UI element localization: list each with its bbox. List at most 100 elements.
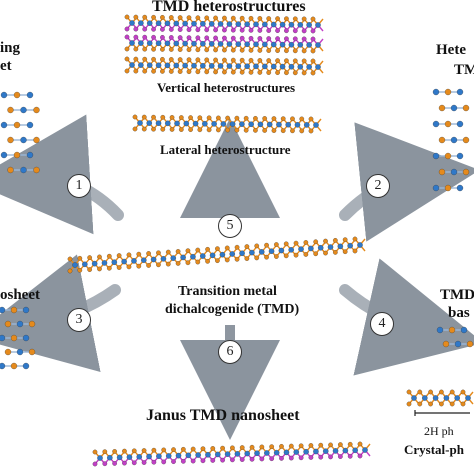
- janus-chalcogen-top: [357, 441, 363, 447]
- central-tmd-metal: [170, 255, 177, 261]
- janus-chalcogen-top: [151, 447, 157, 453]
- vertical-layer-3-chalcogen-bottom: [301, 70, 307, 76]
- vertical-layer-2-metal: [129, 40, 135, 46]
- vertical-layer-3-chalcogen-bottom: [239, 69, 245, 75]
- vertical-layer-3-chalcogen-bottom: [222, 69, 227, 75]
- janus-chalcogen-bottom: [151, 459, 157, 465]
- lateral-layer-chalcogen-bottom: [262, 128, 268, 133]
- vertical-layer-2-chalcogen-top: [248, 35, 254, 41]
- vertical-layer-3-metal: [200, 63, 206, 69]
- vertical-layer-1-chalcogen-bottom: [257, 28, 263, 33]
- vertical-layer-3-metal: [306, 64, 312, 70]
- lattice-left-bottom-atom: [4, 320, 12, 328]
- lattice-left-bottom-atom: [0, 306, 6, 314]
- vertical-layer-2-chalcogen-bottom: [186, 47, 192, 53]
- vertical-layer-1-metal: [129, 20, 135, 26]
- central-tmd-metal: [347, 242, 353, 249]
- lattice-left-bottom-atom: [10, 334, 18, 342]
- vertical-layer-2-chalcogen-bottom: [151, 46, 156, 52]
- lattice-right-top-atom: [444, 120, 452, 128]
- vertical-layer-2-chalcogen-bottom: [168, 47, 174, 52]
- janus-metal: [303, 449, 309, 455]
- lateral-layer-chalcogen-bottom: [132, 126, 138, 132]
- label-right-mid-frag1: TMD: [440, 287, 474, 303]
- lateral-layer-metal: [303, 122, 310, 128]
- lattice-left-bottom-atom: [10, 306, 18, 314]
- lateral-layer-chalcogen-top: [169, 115, 175, 120]
- lateral-layer-chalcogen-bottom: [206, 127, 212, 133]
- vertical-layer-2-chalcogen-top: [230, 35, 236, 41]
- central-tmd-metal: [82, 261, 88, 268]
- lateral-layer-metal: [229, 121, 236, 127]
- central-tmd-chalcogen-top: [254, 243, 260, 249]
- central-tmd-metal: [180, 254, 186, 261]
- vertical-layer-1-metal: [262, 21, 268, 28]
- vertical-layer-2-chalcogen-top: [142, 34, 148, 40]
- lattice-right-top-atom: [462, 168, 470, 176]
- vertical-layer-1-metal: [208, 21, 215, 27]
- janus-metal: [116, 454, 123, 461]
- vertical-layer-2-metal: [155, 40, 162, 47]
- central-tmd-chalcogen-top: [264, 242, 269, 248]
- vertical-layer-1-chalcogen-top: [266, 16, 272, 21]
- janus-metal: [175, 452, 182, 459]
- vertical-layer-1-chalcogen-bottom: [204, 27, 210, 33]
- vertical-layer-3-metal: [182, 62, 188, 69]
- vertical-layer-1-chalcogen-top: [310, 16, 316, 22]
- lattice-left-top-atom: [33, 106, 40, 114]
- janus-chalcogen-bottom: [249, 456, 255, 462]
- vertical-layer-3-chalcogen-bottom: [186, 69, 192, 75]
- vertical-layer-2-metal: [226, 41, 233, 47]
- lateral-layer-chalcogen-bottom: [290, 128, 295, 134]
- vertical-layer-2-chalcogen-top: [160, 35, 165, 40]
- vertical-layer-1-metal: [235, 21, 242, 27]
- vertical-layer-2-chalcogen-top: [177, 35, 183, 40]
- vertical-layer-2-metal: [200, 41, 206, 47]
- vertical-layer-2-chalcogen-top: [257, 36, 263, 41]
- central-tmd-chalcogen-top: [97, 254, 102, 260]
- lattice-left-top-atom: [0, 91, 8, 99]
- vertical-layer-1-metal: [306, 22, 312, 28]
- vertical-layer-3-metal: [262, 63, 268, 70]
- vertical-layer-3-chalcogen-bottom: [204, 69, 210, 75]
- central-tmd-metal: [337, 243, 344, 250]
- vertical-layer-2-chalcogen-bottom: [195, 47, 201, 53]
- janus-chalcogen-top: [338, 442, 343, 447]
- janus-chalcogen-top: [298, 443, 304, 449]
- central-tmd-metal: [209, 252, 216, 259]
- vertical-layer-1-metal: [164, 20, 171, 27]
- central-tmd-chalcogen-bottom: [87, 267, 93, 272]
- central-tmd-chalcogen-bottom: [67, 268, 73, 274]
- central-tmd-chalcogen-bottom: [165, 261, 171, 267]
- phase-sheet-metal: [422, 395, 428, 401]
- central-tmd-chalcogen-bottom: [254, 255, 260, 261]
- central-tmd-chalcogen-top: [116, 253, 122, 258]
- vertical-layer-2-chalcogen-bottom: [160, 47, 165, 52]
- vertical-layer-1-chalcogen-top: [186, 15, 192, 21]
- janus-chalcogen-bottom: [180, 458, 186, 464]
- lateral-layer-chalcogen-bottom: [253, 128, 258, 133]
- janus-chalcogen-top: [220, 445, 225, 451]
- vertical-layer-3-chalcogen-bottom: [310, 70, 316, 76]
- label-left-top-frag2: et: [0, 58, 12, 74]
- janus-chalcogen-top: [141, 448, 147, 453]
- lateral-layer-metal: [192, 120, 199, 127]
- central-tmd-chalcogen-bottom: [77, 267, 83, 273]
- lateral-layer-chalcogen-bottom: [197, 127, 203, 133]
- central-tmd-chalcogen-top: [283, 241, 289, 247]
- lateral-layer-chalcogen-top: [253, 116, 258, 121]
- janus-chalcogen-top: [249, 444, 255, 450]
- vertical-layer-1-chalcogen-top: [168, 15, 174, 20]
- janus-chalcogen-bottom: [288, 455, 294, 461]
- lattice-left-bottom-atom: [4, 348, 12, 356]
- lattice-left-bottom-atom: [28, 320, 36, 328]
- central-tmd-chalcogen-top: [244, 244, 250, 249]
- janus-chalcogen-bottom: [200, 458, 206, 464]
- central-tmd-chalcogen-bottom: [195, 259, 201, 265]
- vertical-layer-2-chalcogen-bottom: [275, 48, 280, 53]
- lattice-right-top-atom: [456, 88, 464, 96]
- vertical-layer-1-metal: [244, 21, 250, 27]
- vertical-layer-3-chalcogen-bottom: [133, 68, 139, 74]
- vertical-layer-2-metal: [244, 41, 250, 47]
- lateral-layer-metal: [211, 121, 217, 127]
